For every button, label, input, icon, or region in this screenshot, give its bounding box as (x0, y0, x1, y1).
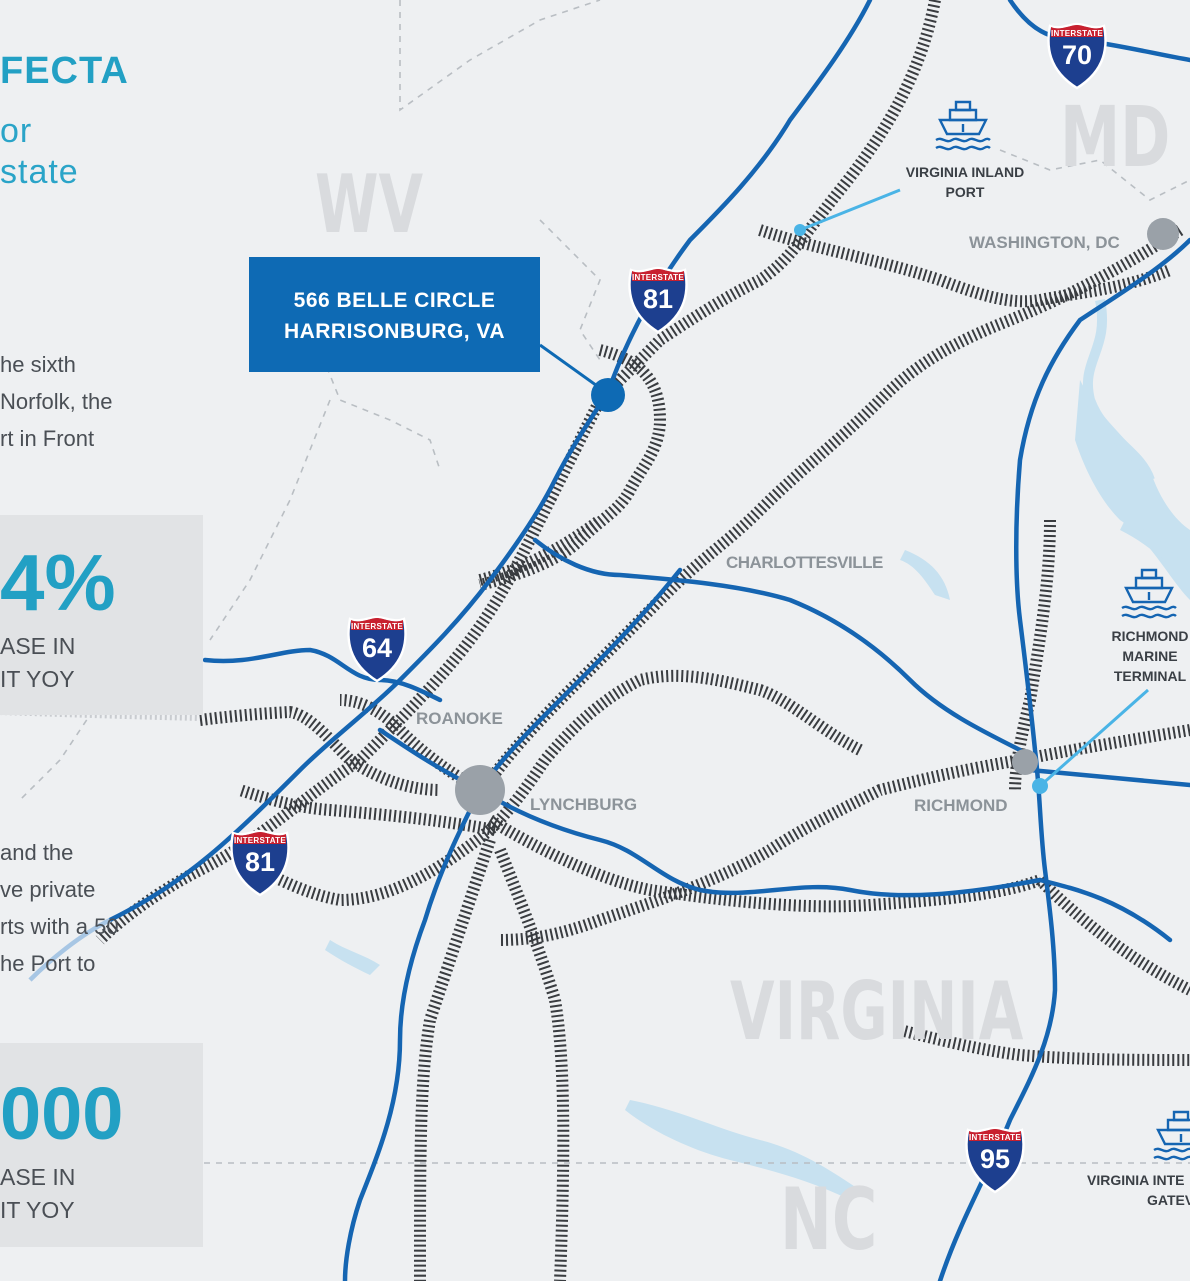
section-heading: FECTA (0, 50, 129, 92)
shield-81-south-number: 81 (244, 847, 276, 877)
city-label-washington: WASHINGTON, DC (969, 233, 1120, 252)
paragraph2-line3: rts with a 50 (0, 914, 119, 939)
stat-2-label-line2: IT YOY (0, 1197, 75, 1223)
interstate-shield-icon: INTERSTATE 64 (346, 615, 408, 683)
port-richmond-line2: MARINE (1122, 648, 1178, 664)
stat-1-value: 4% (0, 538, 116, 627)
ship-icon (935, 100, 991, 151)
port-gateway-line1: VIRGINIA INTE (1087, 1172, 1185, 1188)
stat-1-label-line2: IT YOY (0, 666, 75, 692)
stat-2-label-line1: ASE IN (0, 1164, 76, 1190)
location-pin-icon (591, 378, 625, 412)
ship-icon (1121, 568, 1177, 619)
subheading-line1: or (0, 112, 33, 150)
city-label-roanoke: ROANOKE (416, 709, 503, 728)
paragraph1-line2: Norfolk, the (0, 389, 113, 414)
port-inland-line1: VIRGINIA INLAND (905, 164, 1025, 180)
lynchburg-dot (455, 765, 505, 815)
interstate-shield-icon: INTERSTATE 81 (229, 829, 291, 897)
shield-81-south-label: INTERSTATE (233, 836, 287, 845)
richmond-dot (1012, 749, 1038, 775)
stat-box-1: 4% ASE IN IT YOY (0, 515, 203, 715)
paragraph2-line2: ve private (0, 877, 96, 902)
paragraph2-line4: he Port to (0, 951, 96, 976)
callout-leader (539, 343, 601, 390)
shield-95-label: INTERSTATE (968, 1133, 1022, 1142)
port-label-inland: VIRGINIA INLAND PORT (895, 162, 1035, 202)
ship-icon (1153, 1110, 1190, 1161)
rail-faded (0, 705, 201, 721)
interstate-shield-icon: INTERSTATE 95 (964, 1126, 1026, 1194)
port-label-richmond-marine: RICHMOND MARINE TERMINAL (1100, 626, 1190, 686)
port-label-gateway: VIRGINIA INTE GATEV (1087, 1170, 1190, 1210)
port-inland-line2: PORT (945, 184, 985, 200)
city-label-charlottesville: CHARLOTTESVILLE (726, 553, 883, 572)
inland-port-dot (794, 224, 806, 236)
shield-64-label: INTERSTATE (350, 622, 404, 631)
stat-box-2: 000 ASE IN IT YOY (0, 1043, 203, 1247)
river (1082, 299, 1155, 482)
state-borders (0, 0, 1190, 1164)
paragraph1-line1: he sixth (0, 352, 76, 377)
highway-faded (28, 917, 112, 982)
property-callout: 566 BELLE CIRCLE HARRISONBURG, VA (249, 257, 540, 372)
stat-2-value: 000 (0, 1072, 124, 1155)
shield-81-north-number: 81 (642, 284, 674, 314)
shield-70-label: INTERSTATE (1050, 29, 1104, 38)
paragraph1-line3: rt in Front (0, 426, 95, 451)
state-label-md: MD (1060, 88, 1171, 186)
port-gateway-line2: GATEV (1147, 1192, 1190, 1208)
washington-dot (1147, 218, 1179, 250)
port-richmond-line1: RICHMOND (1111, 628, 1189, 644)
water-bodies (325, 380, 1190, 1200)
state-label-nc: NC (780, 1170, 878, 1270)
port-connector-lines (799, 188, 1149, 788)
shield-64-number: 64 (361, 633, 393, 663)
subheading-line2: state (0, 153, 79, 191)
callout-address: 566 BELLE CIRCLE (293, 289, 496, 312)
shield-70-number: 70 (1061, 40, 1093, 70)
interstate-shield-icon: INTERSTATE 81 (627, 266, 689, 334)
state-label-virginia: VIRGINIA (730, 965, 1024, 1058)
state-label-wv: WV (315, 158, 424, 251)
port-richmond-line3: TERMINAL (1113, 668, 1187, 684)
highways (107, 0, 1190, 1281)
callout-city: HARRISONBURG, VA (283, 320, 506, 343)
shield-95-number: 95 (979, 1144, 1011, 1174)
interstate-shield-icon: INTERSTATE 70 (1046, 22, 1108, 90)
city-label-lynchburg: LYNCHBURG (530, 795, 638, 814)
stat-1-label-line1: ASE IN (0, 633, 76, 659)
shield-81-north-label: INTERSTATE (631, 273, 685, 282)
city-label-richmond: RICHMOND (914, 796, 1008, 815)
paragraph2-line1: and the (0, 840, 74, 865)
richmond-marine-dot (1032, 778, 1048, 794)
